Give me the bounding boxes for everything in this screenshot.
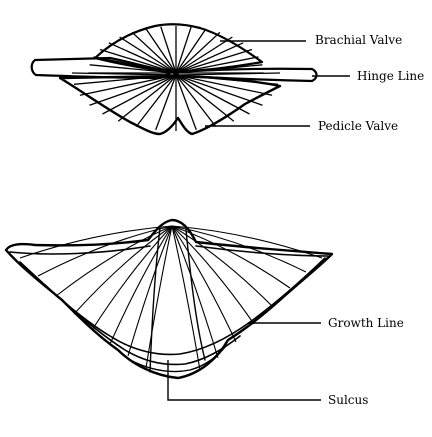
bottom-rib: [171, 225, 255, 325]
pedicle-rib: [175, 72, 281, 76]
bottom-rib: [171, 225, 273, 307]
leader-lines: [167, 40, 350, 401]
pedicle-rib: [73, 74, 177, 85]
label-hinge-line: Hinge Line: [357, 69, 424, 83]
pedicle-rib: [102, 74, 177, 115]
brachial-rib: [175, 36, 233, 74]
brachial-rib: [89, 64, 177, 74]
bottom-rib: [55, 225, 173, 297]
pedicle-rib: [175, 74, 263, 106]
pedicle-rib: [79, 74, 177, 96]
pedicle-rib: [175, 74, 279, 85]
brachial-rib: [108, 42, 177, 74]
pedicle-rib: [135, 74, 177, 127]
bottom-rib: [171, 225, 237, 343]
bottom-rib: [171, 225, 307, 273]
pedicle-rib: [117, 74, 177, 122]
bottom-rib: [145, 225, 173, 369]
label-sulcus: Sulcus: [328, 393, 368, 407]
bottom-rib: [37, 225, 173, 277]
top-shell-ribs: [71, 26, 281, 131]
brachial-rib: [175, 31, 221, 74]
brachial-rib: [99, 48, 177, 74]
brachial-rib: [131, 31, 177, 74]
bottom-rib: [171, 225, 323, 259]
label-growth-line: Growth Line: [328, 316, 404, 330]
growth-line-1: [19, 257, 326, 356]
pedicle-rib: [175, 74, 197, 131]
bottom-shell-outline: [4, 218, 334, 380]
pedicle-rib: [175, 74, 217, 127]
brachial-rib: [93, 56, 177, 74]
bottom-shell-illustration: [4, 218, 334, 380]
brachial-rib: [175, 56, 259, 74]
pedicle-rib: [175, 74, 235, 122]
bottom-rib: [171, 225, 291, 289]
brachial-rib: [175, 28, 207, 74]
label-brachial-valve: Brachial Valve: [315, 33, 402, 47]
bottom-shell-ribs: [19, 225, 323, 371]
pedicle-rib: [71, 72, 177, 76]
leader-sulcus: [167, 360, 321, 401]
pedicle-rib: [89, 74, 177, 106]
bottom-shell-fold: [149, 227, 206, 373]
brachial-rib: [175, 48, 253, 74]
growth-line-3: [129, 345, 227, 373]
pedicle-rib: [155, 74, 177, 131]
bottom-rib: [171, 225, 219, 359]
bottom-rib: [171, 225, 201, 371]
bottom-rib: [19, 225, 173, 259]
bottom-rib: [109, 225, 173, 345]
brachial-rib: [160, 26, 177, 74]
pedicle-rib: [175, 74, 250, 115]
brachial-rib: [145, 28, 177, 74]
growth-line-2: [44, 284, 241, 366]
brachial-rib: [175, 64, 263, 74]
label-pedicle-valve: Pedicle Valve: [318, 119, 398, 133]
brachial-rib: [175, 42, 244, 74]
bottom-rib: [91, 225, 173, 331]
bottom-rib: [127, 225, 173, 357]
pedicle-rib: [175, 74, 273, 96]
top-shell-illustration: [30, 23, 318, 136]
brachial-rib: [119, 36, 177, 74]
brachial-rib: [175, 26, 192, 74]
bottom-rib: [73, 225, 173, 315]
